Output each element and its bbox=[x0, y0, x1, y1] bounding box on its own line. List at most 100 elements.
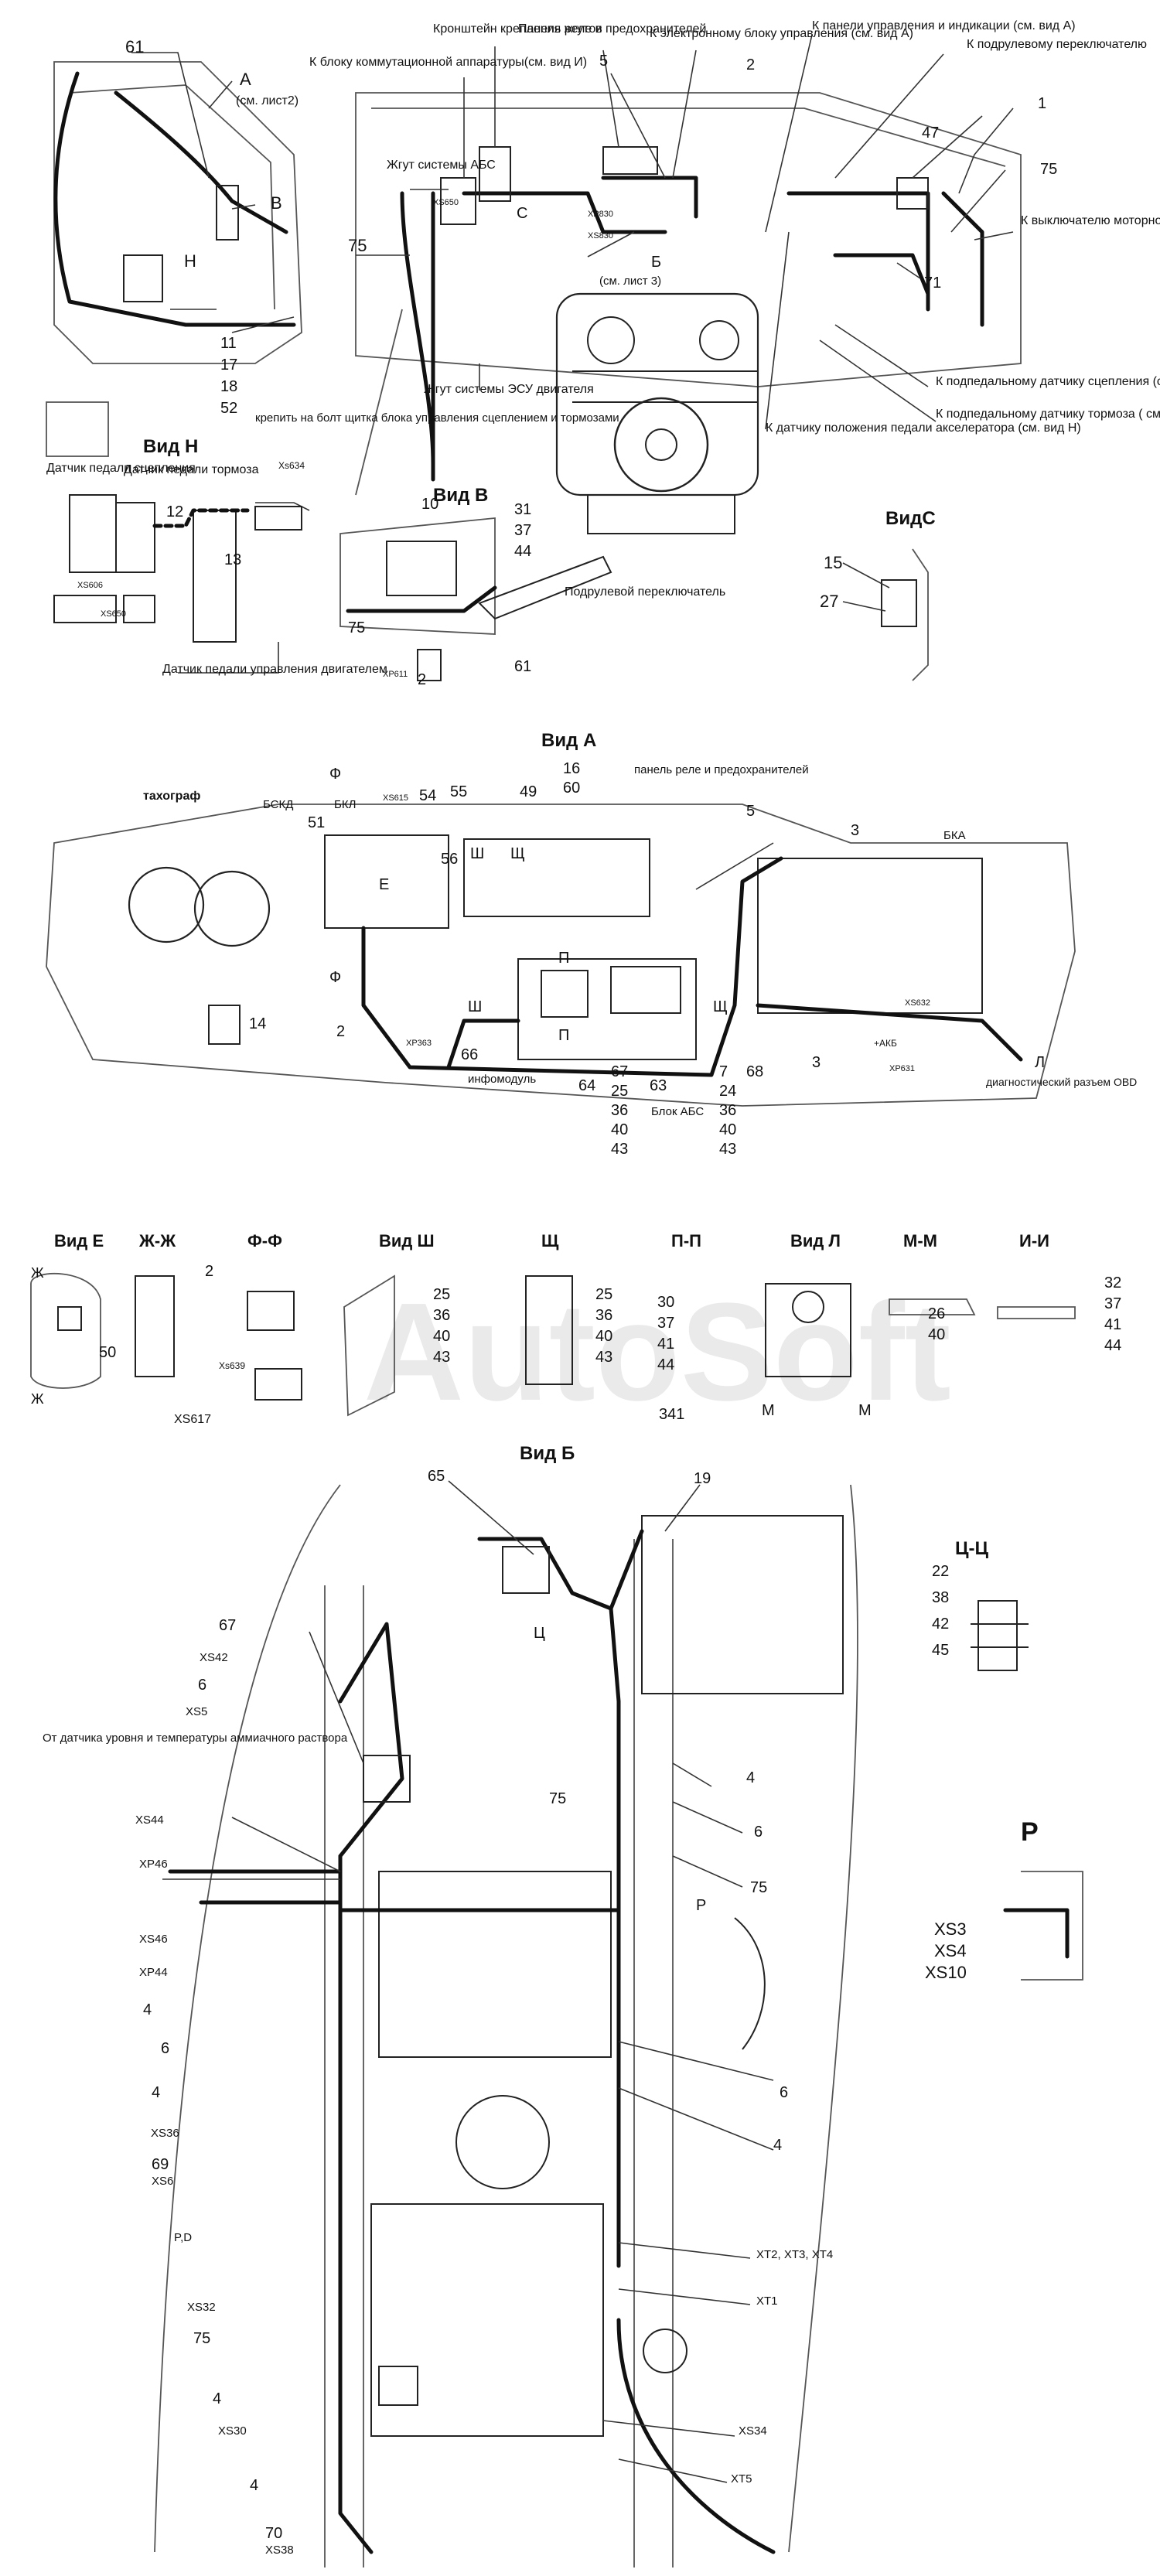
label-50: 50 bbox=[99, 1344, 116, 1361]
label-sch-25: 25 bbox=[595, 1286, 612, 1303]
label-75c: 75 bbox=[750, 1879, 767, 1896]
view-h-group: Вид Н Датчик педали сцепления Датчик пед… bbox=[46, 411, 619, 676]
label-sh-25: 25 bbox=[433, 1286, 450, 1303]
watermark: AutoSoft bbox=[363, 1274, 951, 1430]
label-75a: 75 bbox=[193, 2330, 210, 2347]
label-4e: 4 bbox=[746, 1769, 755, 1786]
m-m-shape bbox=[889, 1298, 976, 1315]
label-71: 71 bbox=[924, 275, 941, 292]
label-to-engine-brake: К выключателю моторного тормоза bbox=[1021, 214, 1160, 227]
pedal-pad-1 bbox=[53, 595, 117, 623]
label-54: 54 bbox=[419, 787, 436, 804]
label-relay-panel: панель реле и предохранителей bbox=[634, 763, 809, 776]
harness-to-relay bbox=[462, 191, 667, 234]
infomodule-box bbox=[541, 970, 589, 1018]
label-47: 47 bbox=[922, 125, 939, 142]
view-l-socket bbox=[792, 1291, 824, 1323]
label-2: 2 bbox=[418, 671, 426, 688]
label-56: 56 bbox=[441, 851, 458, 868]
label-19: 19 bbox=[694, 1470, 711, 1487]
label-p-letter-bottom: П bbox=[558, 1027, 569, 1044]
section-views-row: Вид Е Ж Ж 50 Ж-Ж XS617 Ф-Ф 2 Xs639 Вид Ш… bbox=[30, 1231, 1121, 1426]
leader-xt234 bbox=[618, 2242, 751, 2259]
label-infomodule: инфомодуль bbox=[468, 1073, 536, 1086]
label-16: 16 bbox=[563, 760, 580, 777]
harness-right bbox=[786, 191, 930, 312]
label-to-switch-block: К блоку коммутационной аппаратуры(см. ви… bbox=[309, 56, 587, 69]
label-part-11: 11 bbox=[220, 335, 237, 352]
label-51: 51 bbox=[308, 814, 325, 831]
cab-panel-line bbox=[69, 84, 275, 310]
view-e-button bbox=[57, 1306, 82, 1331]
label-p-xs4: XS4 bbox=[934, 1941, 967, 1960]
label-3b: 3 bbox=[812, 1054, 821, 1071]
view-ts-title: Ц-Ц bbox=[955, 1538, 989, 1559]
chassis-outline bbox=[355, 92, 1022, 387]
label-xp44: XP44 bbox=[139, 1966, 168, 1979]
label-to-accel-sensor: К датчику положения педали акселератора … bbox=[766, 421, 1081, 435]
zh-zh-body bbox=[135, 1275, 175, 1377]
leader-5 bbox=[610, 73, 666, 179]
connector-xs650 bbox=[440, 177, 476, 225]
view-b-title: Вид В bbox=[433, 485, 488, 506]
label-xs632: XS632 bbox=[905, 998, 930, 1008]
leader-relay bbox=[602, 49, 619, 148]
f-f-connector-2 bbox=[254, 1368, 302, 1401]
label-b-ref: (см. лист 3) bbox=[599, 275, 661, 288]
harness-bb-top bbox=[477, 1537, 621, 1912]
label-bskd: БСКД bbox=[263, 798, 293, 811]
leader-a bbox=[208, 80, 233, 109]
frame-right-outer bbox=[788, 1484, 858, 2553]
harness-vid-b bbox=[346, 585, 497, 613]
label-sch-letter-top: Щ bbox=[510, 845, 525, 862]
view-bb-title: Вид Б bbox=[520, 1443, 575, 1464]
label-2: 2 bbox=[336, 1023, 345, 1040]
label-55: 55 bbox=[450, 783, 467, 800]
label-5: 5 bbox=[599, 53, 608, 70]
view-p-frame bbox=[1021, 1871, 1083, 1981]
leader-75b bbox=[950, 169, 1006, 233]
component-xs5 bbox=[363, 1755, 411, 1803]
engine-top-view bbox=[378, 1871, 612, 2058]
label-37: 37 bbox=[514, 522, 531, 539]
label-xs615: XS615 bbox=[383, 793, 408, 803]
label-steering-switch: Подрулевой переключатель bbox=[565, 585, 725, 599]
label-4d: 4 bbox=[250, 2477, 258, 2494]
label-sch-letter: Щ bbox=[713, 998, 728, 1015]
label-pp-37: 37 bbox=[657, 1315, 674, 1332]
label-sh-letter: Ш bbox=[468, 998, 482, 1015]
label-bkl: БКЛ bbox=[334, 798, 356, 811]
label-mm-40: 40 bbox=[928, 1326, 945, 1343]
label-h-letter: Н bbox=[184, 251, 196, 271]
harness-left-2 bbox=[114, 90, 288, 234]
leader-xt1 bbox=[618, 2288, 751, 2305]
label-xs650-top: XS650 bbox=[433, 198, 459, 207]
label-4f: 4 bbox=[773, 2137, 782, 2154]
label-4a: 4 bbox=[143, 2001, 152, 2018]
label-m-letter-right: М bbox=[858, 1402, 872, 1419]
ts-bolt-body bbox=[977, 1600, 1018, 1671]
label-xs42: XS42 bbox=[200, 1651, 228, 1664]
label-abs-harness: Жгут системы АБС bbox=[387, 159, 496, 172]
label-bracket: Кронштейн крепления жгутов bbox=[433, 22, 602, 36]
leader-27 bbox=[842, 601, 886, 612]
harness-bb-left-loop bbox=[338, 1622, 404, 1858]
leader-ammonia bbox=[231, 1817, 341, 1872]
leader-engine-brake bbox=[974, 231, 1014, 241]
leader-engine-pedal bbox=[178, 642, 279, 674]
label-pp-30: 30 bbox=[657, 1294, 674, 1311]
label-xs6: XS6 bbox=[152, 2175, 173, 2188]
label-63: 63 bbox=[650, 1077, 667, 1094]
harness-vid-h-dashed bbox=[152, 508, 250, 528]
label-ii-44: 44 bbox=[1104, 1337, 1121, 1354]
leader-b bbox=[231, 204, 256, 210]
seat-base bbox=[46, 401, 109, 457]
view-bb-group: Вид Б bbox=[43, 1443, 858, 2567]
leader-xt5 bbox=[618, 2458, 728, 2483]
label-c-letter: С bbox=[517, 205, 527, 222]
label-ts-22: 22 bbox=[932, 1563, 949, 1580]
label-sch-36: 36 bbox=[595, 1307, 612, 1324]
label-75b: 75 bbox=[549, 1790, 566, 1807]
component-b bbox=[216, 185, 239, 241]
leader-19 bbox=[664, 1484, 701, 1532]
